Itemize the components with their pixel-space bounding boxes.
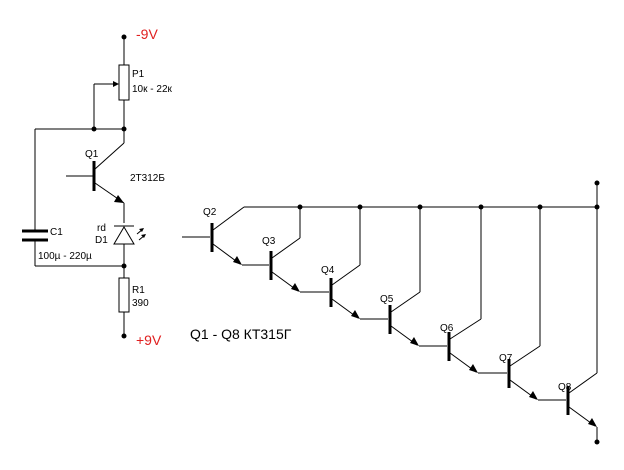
resistor-r1 bbox=[118, 266, 130, 336]
rail-top-terminal bbox=[594, 180, 600, 186]
d1-ref-label: D1 bbox=[95, 235, 108, 246]
p1-value-label: 10к - 22к bbox=[132, 84, 173, 95]
p1-ref-label: P1 bbox=[132, 69, 145, 80]
transistor-q7 bbox=[507, 207, 541, 400]
transistor-q2 bbox=[210, 206, 245, 265]
supply-positive-label: +9V bbox=[136, 332, 162, 348]
transistor-q6 bbox=[447, 207, 482, 373]
q2-ref-label: Q2 bbox=[203, 207, 217, 218]
junction-p1-q1 bbox=[121, 126, 127, 132]
d1-color-label: rd bbox=[97, 223, 106, 234]
transistor-q4 bbox=[329, 207, 361, 319]
c1-value-label: 100µ - 220µ bbox=[38, 251, 92, 262]
r1-value-label: 390 bbox=[132, 298, 149, 309]
junction-q5 bbox=[417, 204, 423, 210]
junction-q4 bbox=[357, 204, 363, 210]
junction-p1-wiper bbox=[91, 126, 97, 132]
parts-note: Q1 - Q8 КТ315Г bbox=[190, 326, 292, 342]
transistor-q8 bbox=[566, 207, 598, 442]
q1-ref-label: Q1 bbox=[85, 149, 99, 160]
q3-ref-label: Q3 bbox=[262, 236, 276, 247]
q1-type-label: 2Т312Б bbox=[130, 173, 165, 184]
q5-ref-label: Q5 bbox=[380, 294, 394, 305]
supply-positive-terminal bbox=[121, 333, 127, 339]
q8-ref-label: Q8 bbox=[558, 382, 572, 393]
capacitor-c1 bbox=[22, 129, 48, 266]
r1-ref-label: R1 bbox=[132, 285, 145, 296]
q7-ref-label: Q7 bbox=[499, 353, 513, 364]
q6-ref-label: Q6 bbox=[440, 323, 454, 334]
transistor-q3 bbox=[269, 207, 301, 292]
supply-negative-label: -9V bbox=[136, 26, 158, 42]
junction-q3 bbox=[297, 204, 303, 210]
junction-q8 bbox=[594, 204, 600, 210]
led-d1 bbox=[113, 225, 146, 266]
c1-ref-label: C1 bbox=[50, 227, 63, 238]
junction-q7 bbox=[537, 204, 543, 210]
transistor-q1 bbox=[66, 142, 125, 223]
transistor-q5 bbox=[388, 207, 421, 346]
junction-q6 bbox=[478, 204, 484, 210]
output-terminal bbox=[594, 439, 600, 445]
q4-ref-label: Q4 bbox=[321, 265, 335, 276]
